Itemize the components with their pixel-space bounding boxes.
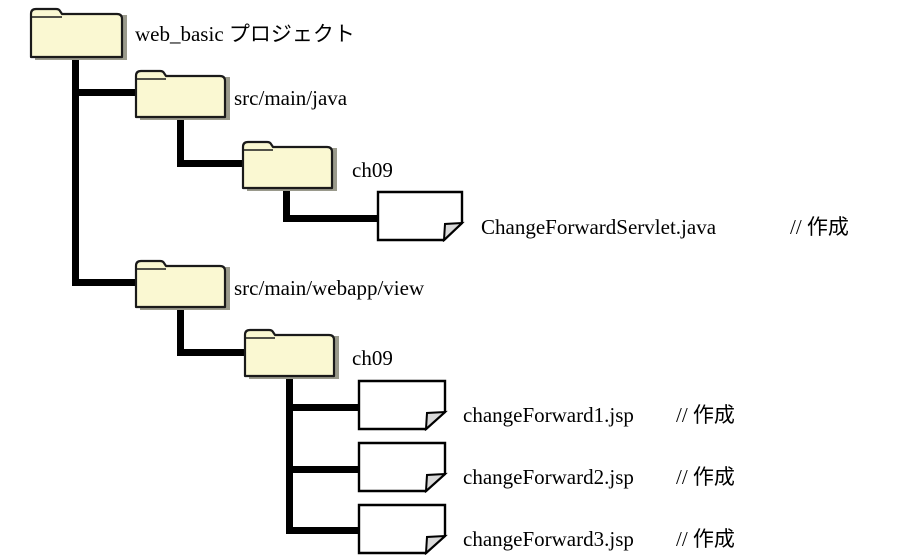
node-jsp2-label: changeForward2.jsp (463, 465, 634, 489)
connector-root-to-src-main-java (72, 89, 140, 96)
connector-view-to-ch09 (177, 349, 249, 356)
connector-view-trunk (177, 308, 184, 356)
node-jsp1-note: // 作成 (676, 403, 735, 427)
node-view-ch09-label: ch09 (352, 346, 393, 370)
connector-ch09-to-jsp3 (286, 527, 362, 534)
node-root-label: web_basic プロジェクト (135, 22, 355, 46)
connector-root-to-webapp-view (72, 279, 140, 286)
node-jsp1-label: changeForward1.jsp (463, 403, 634, 427)
file-icon (376, 190, 465, 242)
connector-java-to-ch09 (177, 160, 247, 167)
node-jsp3-label: changeForward3.jsp (463, 527, 634, 551)
connector-ch09-to-jsp2 (286, 466, 362, 473)
connector-java-ch09-to-servlet (283, 215, 377, 222)
folder-icon (29, 7, 127, 60)
folder-icon (134, 69, 230, 120)
node-src-main-java-label: src/main/java (234, 86, 348, 110)
node-servlet-file-label: ChangeForwardServlet.java (481, 215, 717, 239)
connector-root-trunk (72, 57, 79, 286)
node-java-ch09-label: ch09 (352, 158, 393, 182)
folder-icon (134, 259, 230, 310)
node-jsp2-note: // 作成 (676, 465, 735, 489)
connector-java-ch09-trunk (283, 190, 290, 222)
file-icon (357, 503, 448, 555)
node-jsp3-note: // 作成 (676, 527, 735, 551)
connector-view-ch09-trunk (286, 378, 293, 530)
folder-icon (243, 328, 339, 379)
file-icon (357, 379, 448, 431)
folder-icon (241, 140, 337, 191)
file-icon (357, 441, 448, 493)
node-src-main-webapp-view-label: src/main/webapp/view (234, 276, 425, 300)
connector-java-trunk (177, 119, 184, 167)
node-servlet-file-note: // 作成 (790, 215, 849, 239)
connector-ch09-to-jsp1 (286, 404, 362, 411)
